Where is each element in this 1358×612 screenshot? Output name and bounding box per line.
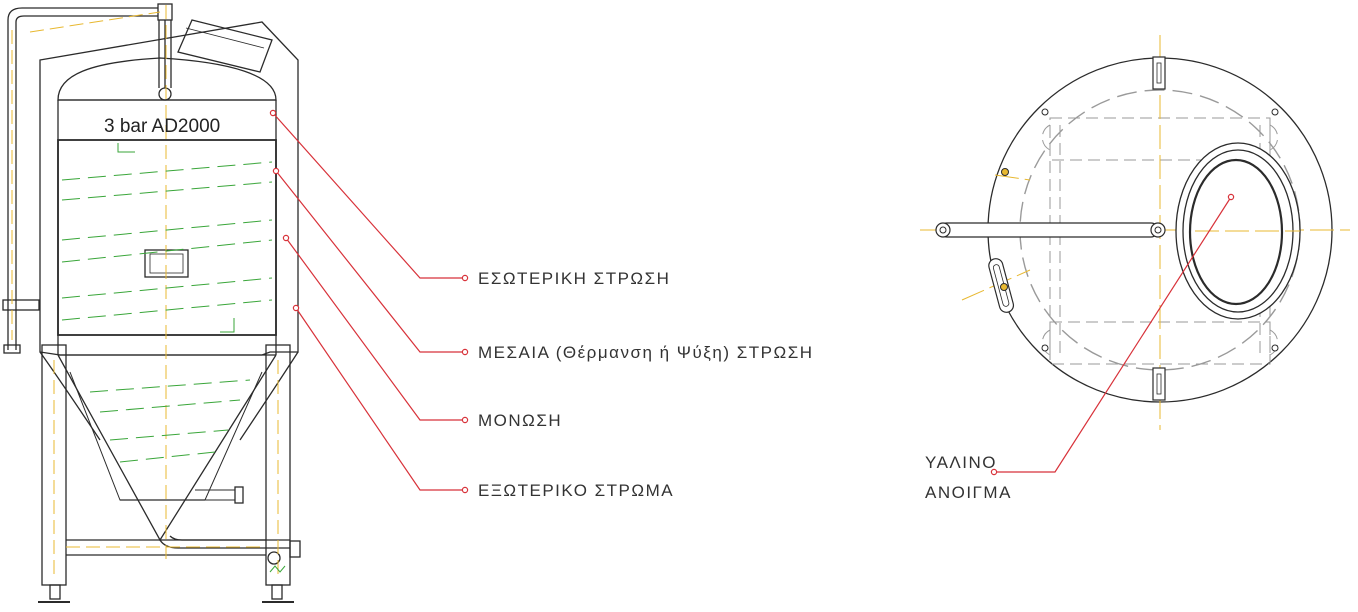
outer-cladding (39, 21, 299, 356)
pressure-rating: 3 bar AD2000 (104, 116, 220, 137)
leader-dots (269, 109, 469, 494)
label-insulation: ΜΟΝΩΣΗ (478, 411, 562, 430)
cooling-coils (61, 161, 273, 463)
outer-cladding-lower-right (239, 351, 299, 441)
outer-cladding-lower (39, 351, 101, 441)
cooling-jacket (57, 139, 277, 336)
label-sight-glass-line1: ΥΑΛΙΝΟ (925, 453, 997, 472)
centerlines-side (11, 5, 279, 580)
label-sight-glass-line2: ΑΝΟΙΓΜΑ (925, 483, 1012, 502)
layer-leaders (272, 112, 462, 491)
inner-vessel-dome (57, 57, 277, 101)
tank-top-view (920, 35, 1350, 476)
tank-side-view (2, 3, 301, 603)
cone (57, 354, 277, 542)
label-outer-layer: ΕΞΩΤΕΡΙΚΟ ΣΤΡΩΜΑ (478, 481, 674, 500)
label-middle-layer: ΜΕΣΑΙΑ (Θέρμανση ή Ψύξη) ΣΤΡΩΣΗ (478, 343, 813, 362)
label-inner-layer: ΕΣΩΤΕΡΙΚΗ ΣΤΡΩΣΗ (478, 269, 670, 288)
vent-pipe (7, 7, 158, 350)
top-manway (177, 19, 273, 73)
